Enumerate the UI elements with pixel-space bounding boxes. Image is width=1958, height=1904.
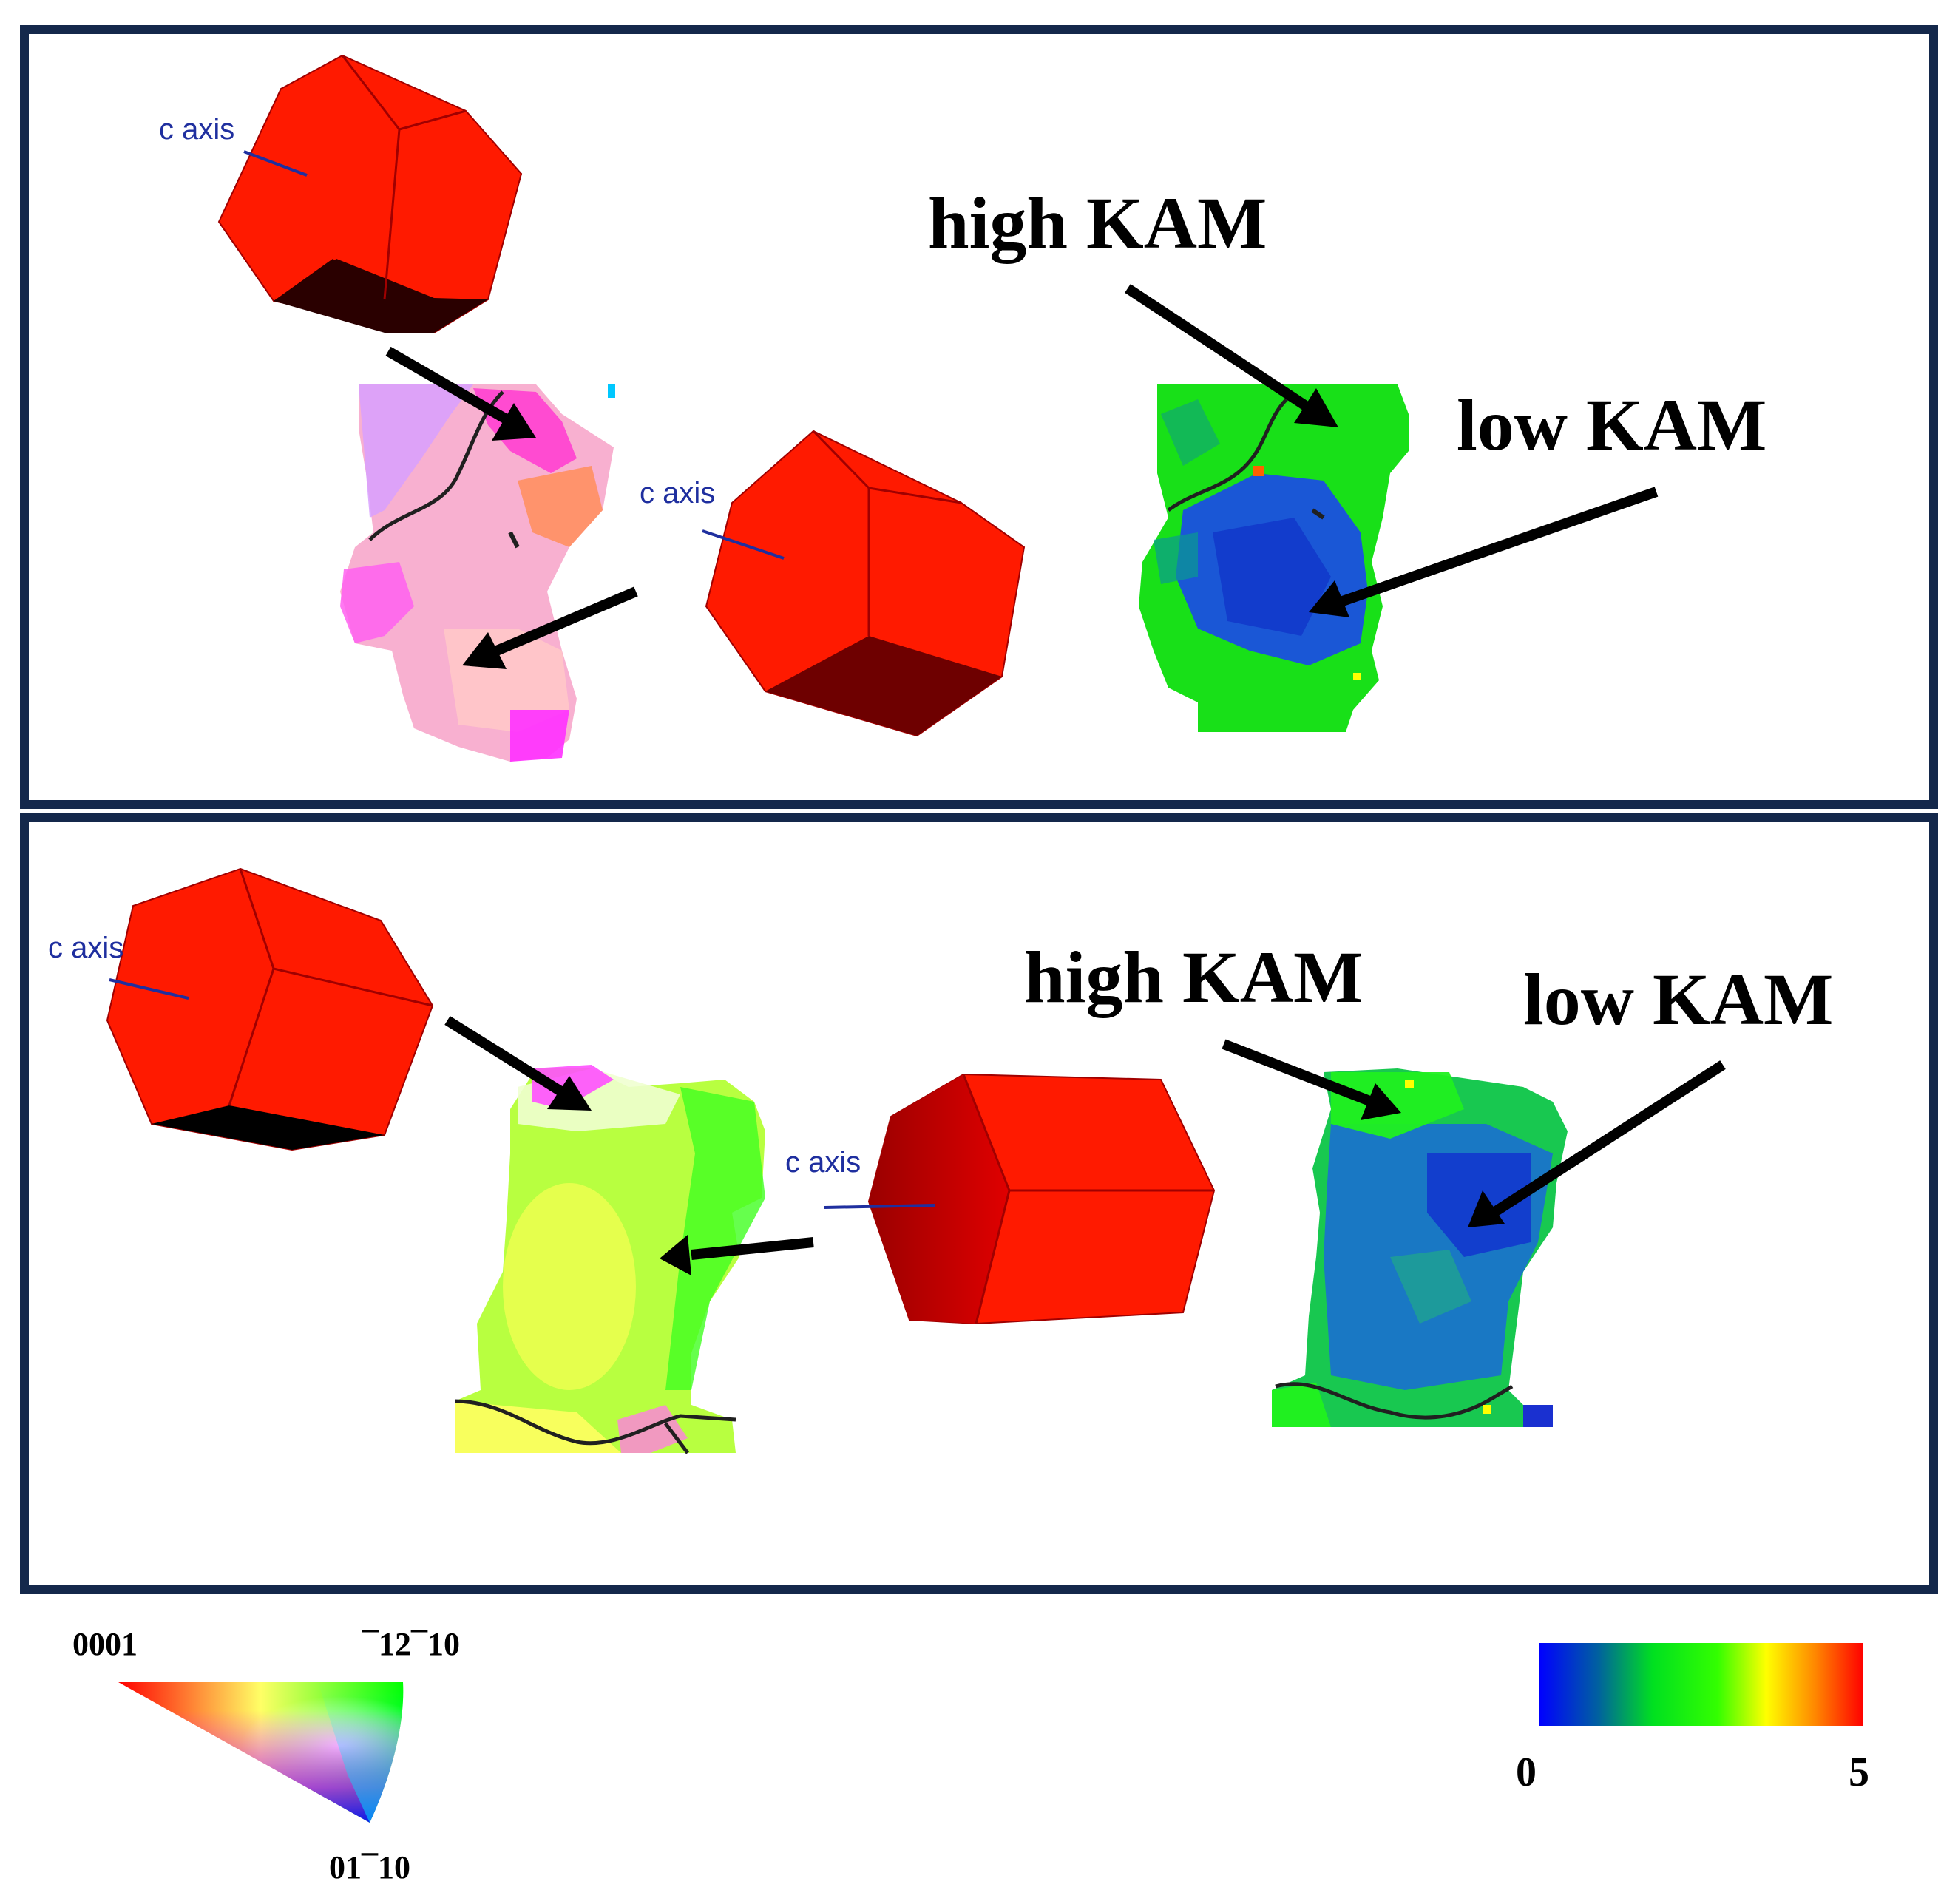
arrows-panel-1 — [385, 284, 1659, 669]
high-kam-label-2: high KAM — [1024, 936, 1363, 1018]
panel-top-frame — [20, 25, 1938, 809]
kam-min-label: 0 — [1516, 1749, 1537, 1795]
c-axis-label-4: c axis — [785, 1146, 861, 1179]
ipf-grain-map-1 — [340, 384, 615, 762]
kam-map-1 — [1139, 384, 1409, 732]
c-axis-arrow-2 — [702, 529, 785, 560]
kam-max-label: 5 — [1849, 1749, 1869, 1795]
hcp-crystal-4 — [867, 1073, 1216, 1325]
ipf-grain-map-2 — [454, 1065, 765, 1454]
ipf-label-m12m10: ¯12¯10 — [362, 1626, 460, 1662]
c-axis-arrow-1 — [243, 150, 308, 177]
kam-scale-bar: 0 5 — [1516, 1643, 1869, 1795]
ipf-label-01m10: 01¯10 — [329, 1849, 410, 1886]
c-axis-label-2: c axis — [640, 477, 715, 509]
high-kam-label-1: high KAM — [928, 182, 1267, 264]
c-axis-arrow-3 — [109, 978, 189, 1000]
low-kam-label-2: low KAM — [1523, 958, 1833, 1040]
c-axis-label-1: c axis — [159, 113, 234, 146]
ipf-label-0001: 0001 — [72, 1626, 138, 1662]
hcp-crystal-2 — [705, 430, 1026, 737]
panel-bottom-frame — [20, 813, 1938, 1594]
hcp-crystal-1 — [217, 54, 523, 334]
kam-map-2 — [1272, 1068, 1568, 1427]
hcp-crystal-3 — [106, 867, 434, 1151]
kam-colorbar — [1539, 1643, 1863, 1726]
c-axis-arrow-4 — [824, 1204, 936, 1209]
c-axis-label-3: c axis — [48, 932, 123, 964]
ipf-legend: 0001 ¯12¯10 01¯10 — [72, 1626, 460, 1886]
arrows-panel-2 — [444, 1016, 1726, 1275]
low-kam-label-1: low KAM — [1457, 384, 1766, 466]
